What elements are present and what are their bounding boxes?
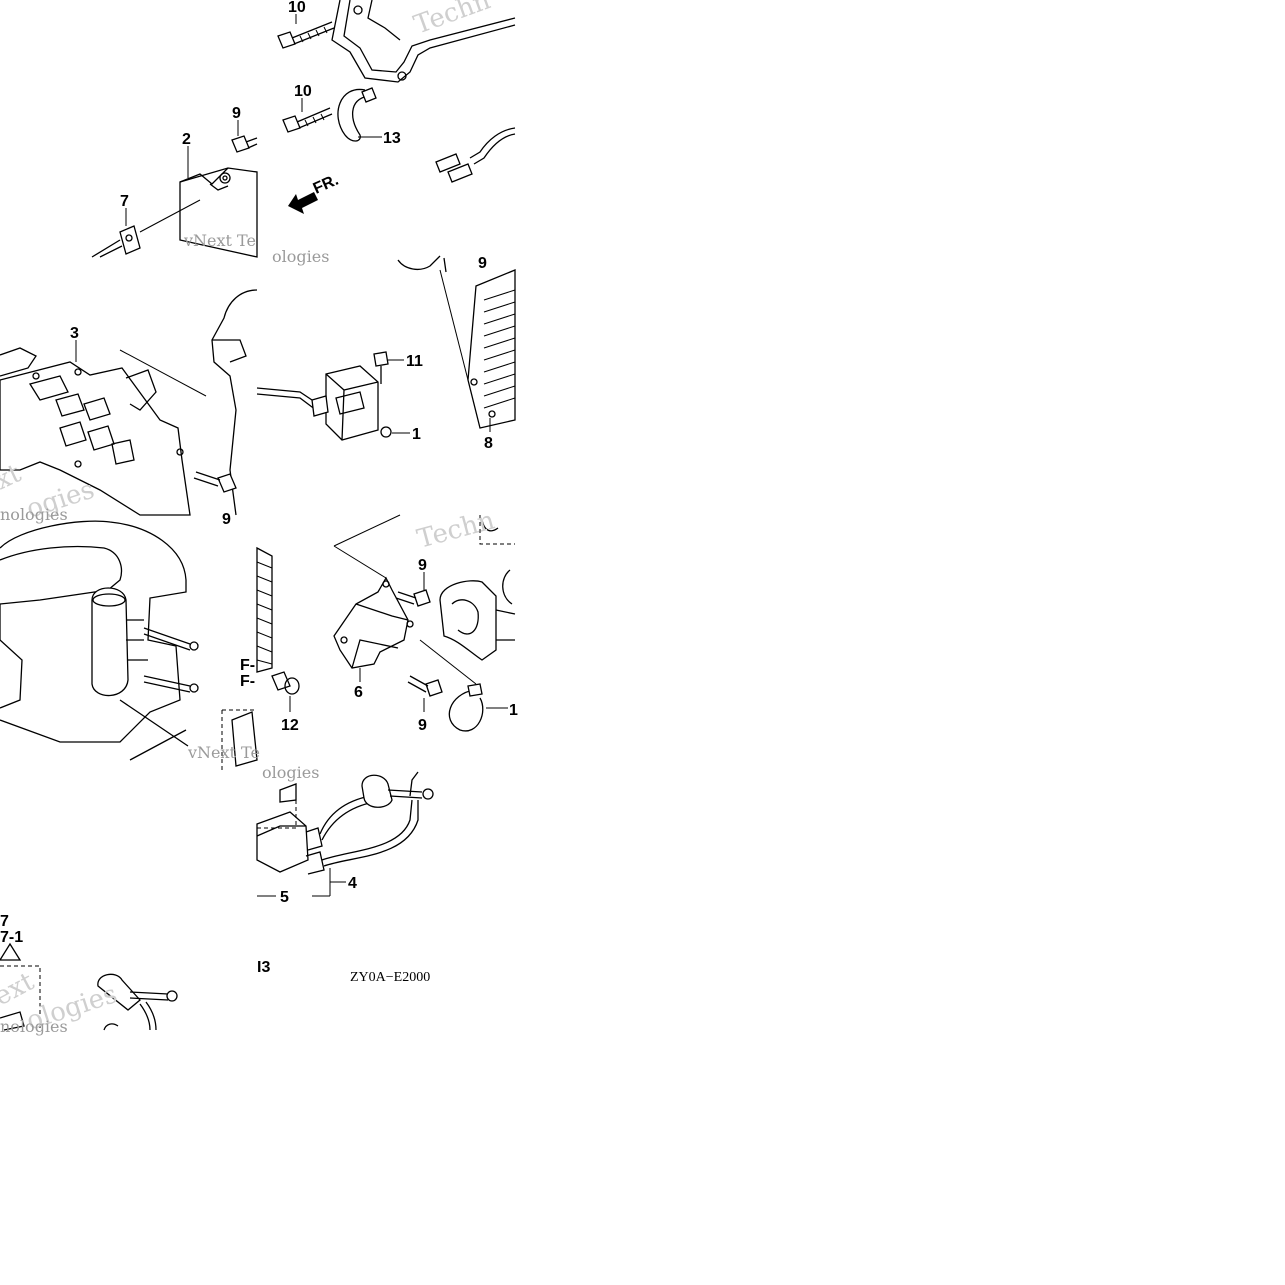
tile-spark-plug-cap: 7 7-1 ext ologies nologies [0, 913, 178, 1037]
callout-9-bracket-upper: 9 [418, 557, 427, 574]
drawing-code: ZY0A−E2000 [350, 970, 430, 985]
watermark: vNext Te [187, 743, 260, 762]
watermark: ologies [272, 247, 329, 266]
callout-8: 8 [484, 435, 493, 452]
ignition-module-1 [256, 365, 392, 441]
callout-7-bottom: 7 [0, 913, 9, 930]
watermark: nologies [0, 1017, 68, 1036]
rubber-mount [439, 569, 516, 661]
wire-connector [435, 127, 516, 183]
wire-clip-1 [419, 639, 508, 732]
front-direction-arrow: FR. [288, 172, 341, 214]
callout-6: 6 [354, 684, 363, 701]
ignition-coil-4 [256, 811, 325, 875]
tile-engine: vNext Te [0, 520, 260, 770]
control-box-2 [179, 167, 258, 258]
engine-block [0, 520, 187, 743]
callout-f-lower: F- [240, 673, 255, 690]
callout-2: 2 [182, 131, 191, 148]
callout-10-upper: 10 [288, 0, 306, 16]
callout-12: 12 [281, 717, 299, 734]
front-direction-label: FR. [311, 172, 341, 198]
wire-clip-13 [337, 87, 382, 142]
engine-block-upper [211, 289, 258, 516]
callout-1-clip: 1 [509, 702, 518, 719]
callout-9-bracket-lower: 9 [418, 717, 427, 734]
tile-cover-bracket: FR. 10 10 13 Techn ologies [272, 0, 516, 266]
callout-1-module: 1 [412, 426, 421, 443]
watermark: vNext Te [183, 231, 256, 250]
watermark: nologies [0, 505, 68, 524]
callout-9-regulator: 9 [478, 255, 487, 272]
tile-coil-bracket: 9 9 6 1 12 F- F- Techn ologies [240, 505, 518, 782]
callout-7: 7 [120, 193, 129, 210]
coil-bracket-6 [333, 514, 414, 682]
tile-mount-bracket: 3 9 xt ogies nologies [0, 289, 258, 528]
mount-plate-3 [0, 347, 207, 516]
tile-ignition-coil: 9 11 1 8 [256, 255, 516, 452]
bolt-9-top [231, 135, 258, 153]
bolt-11 [373, 351, 389, 384]
tile-ignition-box: 9 2 7 vNext Te [91, 105, 258, 258]
callout-5: 5 [280, 889, 289, 906]
callout-4: 4 [348, 875, 357, 892]
spark-plug-cap [91, 587, 199, 697]
high-tension-lead [319, 771, 434, 867]
bolt-10-lower [282, 107, 333, 133]
bolt-10-upper [277, 21, 335, 49]
callout-7-1: 7-1 [0, 929, 23, 946]
callout-13-bottom: I3 [257, 959, 270, 976]
regulator-8 [439, 269, 516, 429]
grommet-12 [271, 671, 300, 695]
bolt-9-bracket-upper [395, 589, 431, 607]
callout-9-plate: 9 [222, 511, 231, 528]
callout-13-top: 13 [383, 130, 401, 147]
bolt-9-plate [193, 471, 237, 493]
tile-ignition-coil-assembly: 4 5 I3 ZY0A−E2000 [256, 771, 434, 985]
heat-sink [256, 546, 273, 673]
callout-10-lower: 10 [294, 83, 312, 100]
callout-9-top: 9 [232, 105, 241, 122]
watermark: ologies [262, 763, 319, 782]
bolt-9-bracket-lower [407, 675, 443, 697]
plug-cap [97, 973, 178, 1031]
callout-11: 11 [406, 353, 423, 370]
callout-3: 3 [70, 325, 79, 342]
bracket-7 [91, 199, 201, 258]
callout-f-upper: F- [240, 657, 255, 674]
watermark: Techn [414, 505, 498, 554]
